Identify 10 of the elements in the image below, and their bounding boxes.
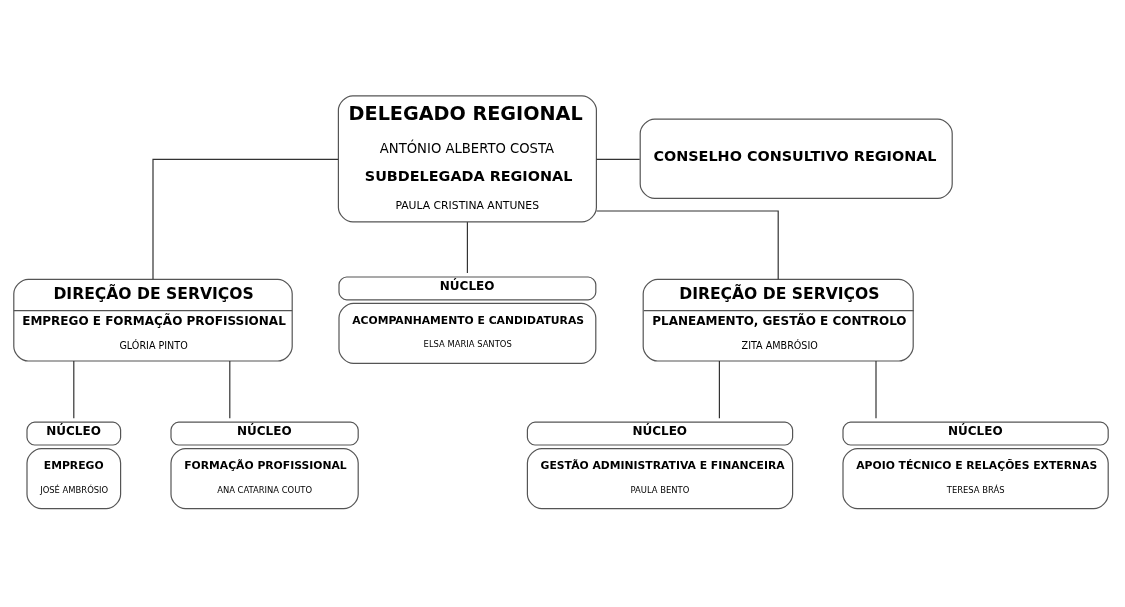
- connector: [718, 359, 720, 419]
- connector: [229, 359, 231, 419]
- connector: [73, 359, 75, 419]
- connector: [466, 221, 468, 274]
- connector: [875, 359, 877, 419]
- connector: [595, 158, 641, 160]
- connector: [595, 209, 779, 280]
- node-box: CONSELHO CONSULTIVO REGIONAL: [639, 118, 953, 199]
- node-box: DELEGADO REGIONAL ANTÓNIO ALBERTO COSTA SUBDELEGADA REGIONAL PAULA CRISTINA ANTUNES: [337, 94, 597, 222]
- connector: [152, 158, 339, 280]
